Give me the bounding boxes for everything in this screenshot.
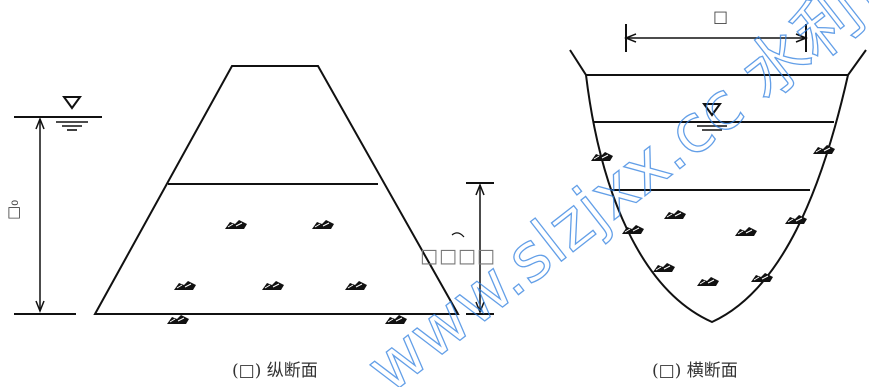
bed-label-hook xyxy=(451,232,465,238)
bed-thickness-dimension xyxy=(451,182,494,315)
depth-arrow-bottom xyxy=(35,300,45,314)
rock-mark xyxy=(696,276,720,287)
rock-mark xyxy=(166,314,190,325)
rock-mark xyxy=(173,280,197,291)
width-label: □ xyxy=(713,7,728,26)
rock-mark xyxy=(311,219,335,230)
longitudinal-rocks xyxy=(166,219,408,325)
width-arrow-right xyxy=(795,33,809,43)
cross-section-caption: (□) 横断面 xyxy=(652,361,738,381)
rock-mark xyxy=(224,219,248,230)
rock-mark xyxy=(734,226,758,237)
cross-section xyxy=(569,24,867,324)
depth-label: □₀ xyxy=(4,200,22,220)
watermark: www.slzjxx.cc 水利造价信息网 xyxy=(352,0,869,387)
bed-arrow-top xyxy=(475,182,485,196)
bed-arrow-bottom xyxy=(475,301,485,315)
width-arrow-left xyxy=(623,33,637,43)
rock-mark xyxy=(261,280,285,291)
longitudinal-section xyxy=(14,65,460,315)
rock-mark xyxy=(344,280,368,291)
channel-profile xyxy=(569,49,867,324)
longitudinal-caption: (□) 纵断面 xyxy=(232,361,318,381)
deposit-trapezoid xyxy=(93,65,460,315)
rock-mark xyxy=(652,262,676,273)
broken-label: □□□□ xyxy=(420,245,496,267)
water-level-symbol xyxy=(62,96,82,110)
rock-mark xyxy=(812,144,836,155)
cross-water-symbol xyxy=(702,103,722,117)
depth-arrow-top xyxy=(35,116,45,130)
rock-mark xyxy=(663,209,687,220)
